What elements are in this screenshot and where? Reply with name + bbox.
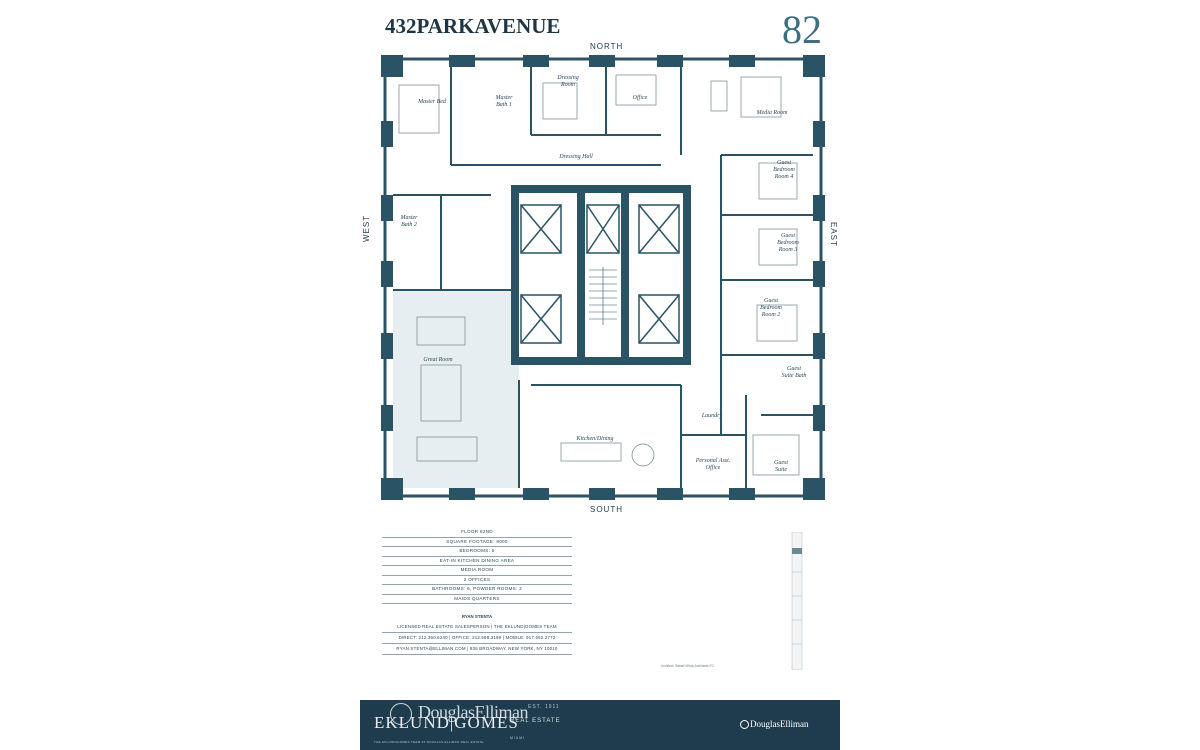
room-label-office: Office [632, 95, 648, 101]
page-title: 432PARKAVENUE [385, 14, 561, 38]
room-label-guest-suite-bath: Guest Suite Bath [781, 366, 807, 379]
real-estate-text: REAL ESTATE [510, 718, 561, 724]
room-label-guest-bedroom-4: Guest Bedroom Room 4 [773, 160, 795, 180]
specs-list: FLOOR 82ND SQUARE FOOTAGE: 8000 BEDROOMS… [382, 528, 572, 604]
spec-item: MAIDS QUARTERS [382, 595, 572, 604]
room-label-media-room: Media Room [756, 110, 788, 116]
room-label-guest-bedroom-3: Guest Bedroom Room 3 [777, 233, 799, 253]
spec-item: SQUARE FOOTAGE: 8000 [382, 538, 572, 547]
furniture [398, 74, 800, 476]
spec-item: FLOOR 82ND [382, 528, 572, 538]
room-label-great-room: Great Room [423, 357, 453, 363]
eklund-gomes-logo: EKLUND|GOMES [374, 713, 519, 732]
compass-north: NORTH [590, 42, 624, 51]
agent-contact: RYAN.STENTA@ELLIMAN.COM | 936 BROADWAY, … [382, 644, 572, 655]
agent-contact-block: RYAN STENTA LICENSED REAL ESTATE SALESPE… [382, 612, 572, 655]
douglas-elliman-logo-large: DouglasElliman [418, 702, 528, 722]
room-label-kitchen-dining: Kitchen/Dining [576, 436, 614, 442]
spec-item: 2 OFFICES [382, 576, 572, 585]
room-label-guest-bedroom-2: Guest Bedroom Room 2 [760, 298, 782, 318]
douglas-elliman-logo-icon [390, 703, 412, 725]
douglas-elliman-logo-small: DouglasElliman [750, 719, 809, 729]
spec-item: BEDROOMS: 5 [382, 547, 572, 557]
agent-title: LICENSED REAL ESTATE SALESPERSON | THE E… [382, 622, 572, 633]
room-label-dressing-room: Dressing Room [557, 75, 579, 88]
agent-name: RYAN STENTA [461, 614, 493, 619]
room-label-master-bath-2: Master Bath 2 [400, 215, 418, 228]
room-label-personal-asst-office: Personal Asst. Office [695, 458, 731, 471]
spec-item: EAT-IN KITCHEN DINING AREA [382, 557, 572, 566]
footer-banner: DouglasElliman EST. 1911 EKLUND|GOMES RE… [360, 700, 840, 750]
miami-text: MIAMI [510, 736, 526, 740]
architect-credit: Architect: Rafael Viñoly Architects PC [661, 664, 714, 668]
footer-tagline: THE EKLUND|GOMES TEAM AT DOUGLAS ELLIMAN… [374, 740, 484, 744]
room-label-master-bed: Master Bed [418, 99, 446, 105]
structural-columns [381, 55, 825, 500]
floor-number: 82 [782, 7, 822, 52]
spec-item: MEDIA ROOM [382, 566, 572, 576]
room-label-master-bath-1: Master Bath 1 [495, 95, 513, 108]
compass-south: SOUTH [590, 505, 623, 514]
compass-east: EAST [829, 222, 838, 247]
interior-walls [393, 67, 813, 488]
tower-illustration [791, 532, 803, 670]
building-core [511, 185, 691, 365]
great-room-area [393, 290, 519, 488]
established-text: EST. 1911 [528, 704, 560, 710]
stairs [589, 267, 617, 325]
room-label-laundry: Laundry [701, 413, 723, 419]
compass-west: WEST [362, 214, 371, 242]
spec-item: BATHROOMS: 6, POWDER ROOMS: 2 [382, 585, 572, 595]
agent-phones: DIRECT: 212.350.6240 | OFFICE: 212.598.3… [382, 633, 572, 644]
floor-plan [381, 55, 825, 500]
douglas-elliman-small-icon [740, 720, 749, 729]
room-label-guest-suite: Guest Suite [774, 460, 788, 473]
room-label-dressing-hall: Dressing Hall [559, 154, 593, 160]
